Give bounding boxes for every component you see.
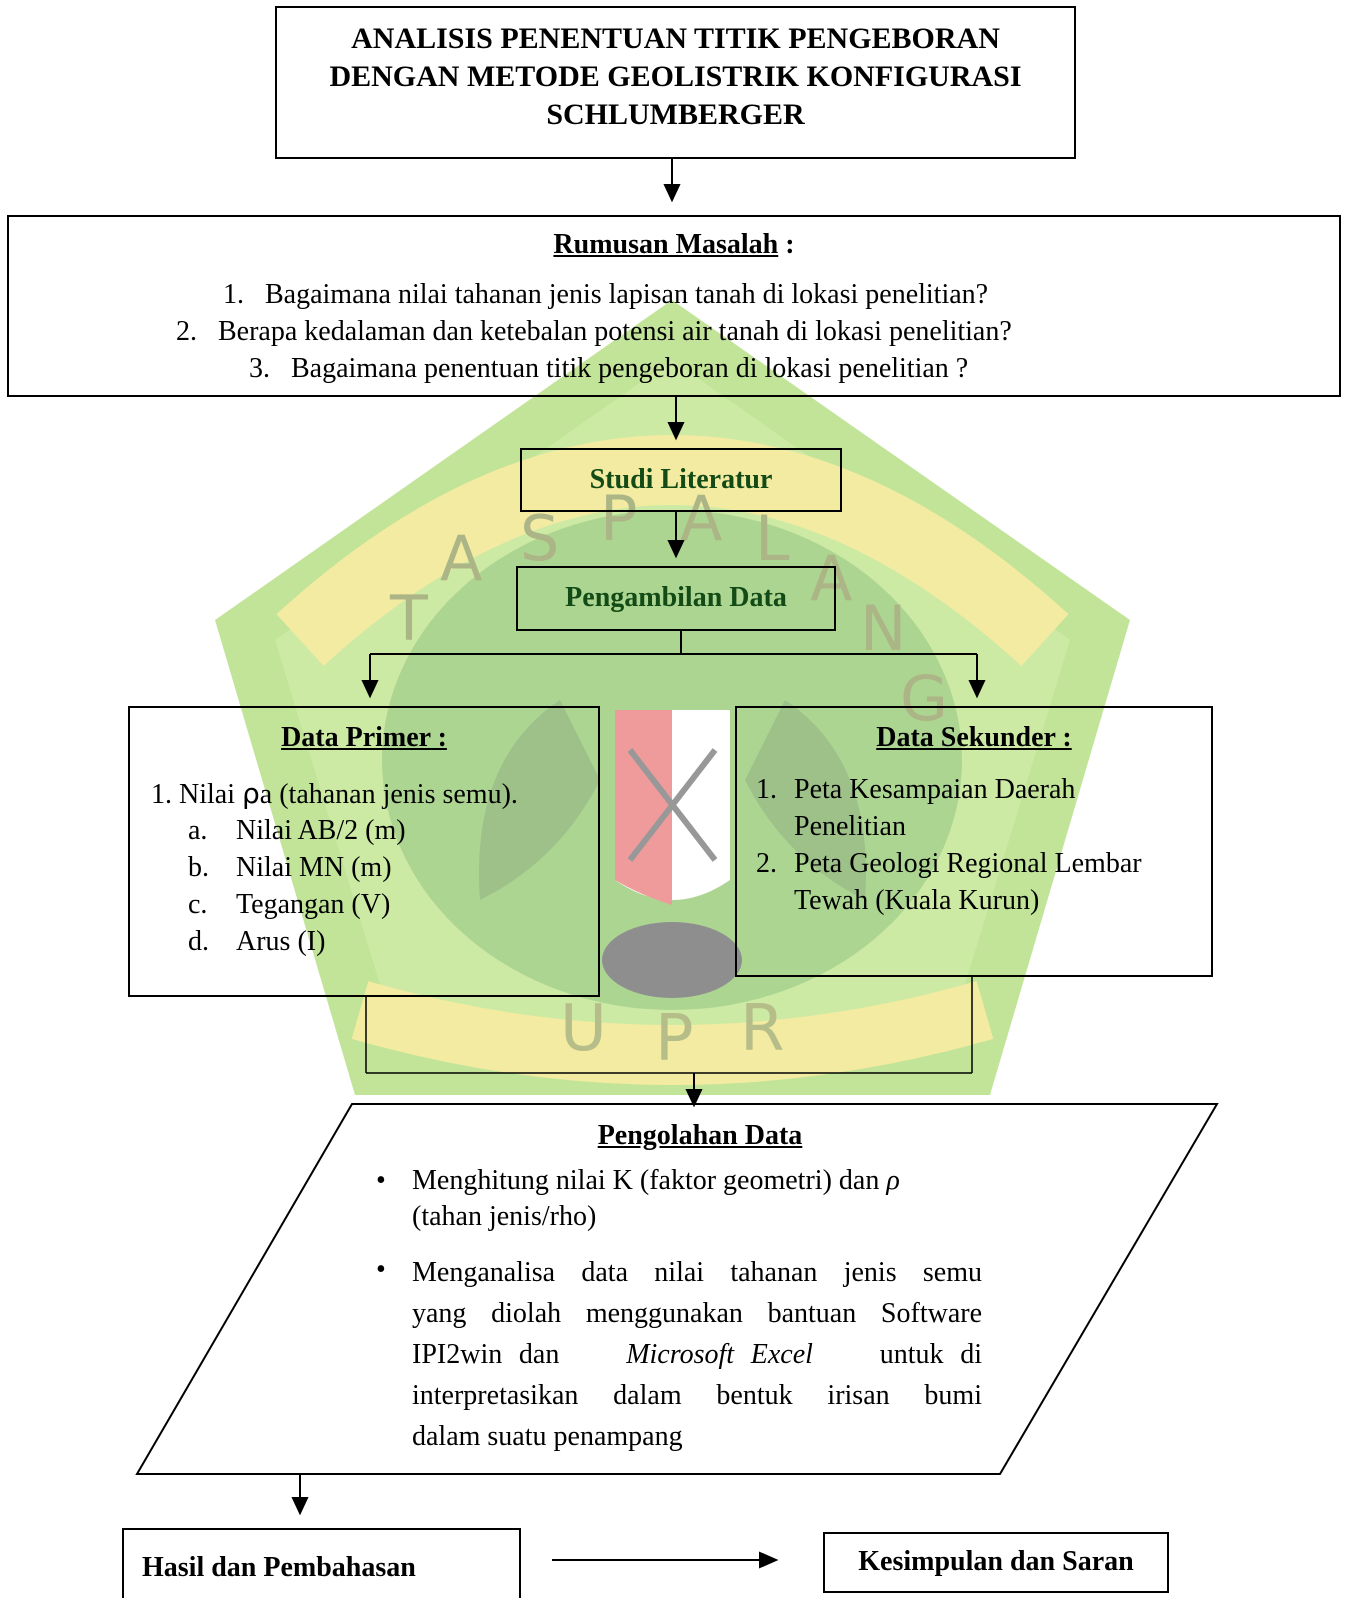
data-primer-sub-c: c. Tegangan (V)	[188, 887, 390, 923]
data-primer-item-1-pre: Nilai	[179, 779, 242, 810]
bullet-2-line-3: IPI2win dan Microsoft Excel untuk di	[412, 1334, 982, 1375]
svg-text:N: N	[860, 592, 906, 665]
pengambilan-data-box: Pengambilan Data	[516, 566, 836, 631]
sub-letter: a.	[188, 815, 208, 846]
rumusan-item-3-text: Bagaimana penentuan titik pengeboran di …	[291, 353, 969, 384]
bullet-1-text-cont: (tahan jenis/rho)	[412, 1201, 597, 1232]
rumusan-item-3: 3. Bagaimana penentuan titik pengeboran …	[249, 351, 968, 387]
hasil-label: Hasil dan Pembahasan	[142, 1552, 416, 1583]
pengambilan-data-label: Pengambilan Data	[565, 582, 787, 613]
rumusan-item-2-num: 2.	[176, 316, 197, 347]
rho-symbol: ρ	[242, 777, 260, 810]
rumusan-heading-colon: :	[778, 229, 795, 260]
data-sekunder-item-2: 2. Peta Geologi Regional Lembar	[756, 846, 1142, 882]
data-primer-item-1-post: a (tahanan jenis semu).	[259, 779, 518, 810]
sub-text: Nilai AB/2 (m)	[236, 815, 406, 846]
rumusan-item-1: 1. Bagaimana nilai tahanan jenis lapisan…	[223, 277, 988, 313]
svg-text:L: L	[755, 502, 790, 575]
sub-text: Tegangan (V)	[236, 889, 391, 920]
svg-text:G: G	[900, 662, 948, 735]
rumusan-masalah-box: Rumusan Masalah : 1. Bagaimana nilai tah…	[7, 215, 1341, 397]
svg-text:A: A	[680, 482, 722, 555]
pengolahan-heading: Pengolahan Data	[597, 1120, 803, 1151]
bullet-2-line: Menganalisa data nilai tahanan jenis sem…	[412, 1257, 982, 1288]
studi-literatur-box: Studi Literatur	[520, 448, 842, 512]
svg-text:A: A	[810, 542, 852, 615]
svg-text:T: T	[389, 582, 429, 655]
bullet-2-seg-italic: Microsoft Excel	[626, 1339, 813, 1370]
title-line-3: SCHLUMBERGER	[546, 98, 805, 131]
data-primer-item-1-num: 1.	[151, 779, 172, 810]
sekunder-line: Peta Kesampaian Daerah	[794, 774, 1076, 805]
data-primer-sub-a: a. Nilai AB/2 (m)	[188, 813, 406, 849]
bullet-2-seg: IPI2win dan	[412, 1339, 577, 1370]
svg-text:S: S	[520, 502, 559, 575]
sub-letter: b.	[188, 852, 209, 883]
studi-literatur-label: Studi Literatur	[589, 464, 773, 495]
bullet-2-seg: untuk di	[863, 1339, 983, 1370]
data-sekunder-item-2-cont: Tewah (Kuala Kurun)	[794, 883, 1039, 919]
sekunder-line: Penelitian	[794, 811, 906, 842]
data-sekunder-item-1-cont: Penelitian	[794, 809, 906, 845]
title-line-2: DENGAN METODE GEOLISTRIK KONFIGURASI	[329, 60, 1022, 93]
rumusan-item-1-num: 1.	[223, 279, 244, 310]
svg-text:P: P	[600, 482, 637, 555]
data-primer-heading: Data Primer :	[281, 722, 447, 753]
hasil-box: Hasil dan Pembahasan	[122, 1528, 521, 1598]
sekunder-num: 1.	[756, 774, 777, 805]
rho-symbol: ρ	[886, 1165, 900, 1196]
title-line-1: ANALISIS PENENTUAN TITIK PENGEBORAN	[351, 22, 1000, 55]
data-sekunder-item-1: 1. Peta Kesampaian Daerah	[756, 772, 1075, 808]
pengolahan-bullet-1: • Menghitung nilai K (faktor geometri) d…	[376, 1163, 986, 1235]
pengolahan-bullet-2: • Menganalisa data nilai tahanan jenis s…	[376, 1252, 986, 1457]
sub-text: Arus (I)	[236, 926, 326, 957]
rumusan-item-1-text: Bagaimana nilai tahanan jenis lapisan ta…	[265, 279, 989, 310]
rumusan-item-3-num: 3.	[249, 353, 270, 384]
bullet-dot: •	[376, 1254, 386, 1285]
data-primer-sub-b: b. Nilai MN (m)	[188, 850, 392, 886]
data-sekunder-box: Data Sekunder : 1. Peta Kesampaian Daerah…	[735, 706, 1213, 977]
data-primer-box: Data Primer : 1. Nilai ρa (tahanan jenis…	[128, 706, 600, 997]
data-primer-item-1: 1. Nilai ρa (tahanan jenis semu).	[151, 776, 518, 813]
svg-text:U: U	[560, 992, 607, 1066]
sekunder-line: Peta Geologi Regional Lembar	[794, 848, 1142, 879]
bullet-1-text: Menghitung nilai K (faktor geometri) dan	[412, 1165, 887, 1196]
bullet-2-line: dalam suatu penampang	[412, 1421, 683, 1452]
bullet-dot: •	[376, 1165, 386, 1196]
svg-text:R: R	[740, 992, 784, 1066]
sekunder-line: Tewah (Kuala Kurun)	[794, 885, 1040, 916]
sub-letter: c.	[188, 889, 208, 920]
sub-letter: d.	[188, 926, 209, 957]
data-primer-sub-d: d. Arus (I)	[188, 924, 325, 960]
rumusan-item-2: 2. Berapa kedalaman dan ketebalan potens…	[176, 314, 1012, 350]
svg-text:A: A	[440, 522, 482, 595]
rumusan-heading: Rumusan Masalah	[553, 229, 779, 260]
svg-text:P: P	[655, 1002, 694, 1076]
rumusan-item-2-text: Berapa kedalaman dan ketebalan potensi a…	[218, 316, 1012, 347]
kesimpulan-label: Kesimpulan dan Saran	[858, 1546, 1134, 1577]
bullet-2-line: interpretasikan dalam bentuk irisan bumi	[412, 1380, 982, 1411]
title-box: ANALISIS PENENTUAN TITIK PENGEBORAN DENG…	[275, 6, 1076, 159]
sekunder-num: 2.	[756, 848, 777, 879]
data-sekunder-heading: Data Sekunder :	[876, 722, 1072, 753]
bullet-2-line: yang diolah menggunakan bantuan Software	[412, 1298, 982, 1329]
kesimpulan-box: Kesimpulan dan Saran	[823, 1532, 1169, 1593]
sub-text: Nilai MN (m)	[236, 852, 392, 883]
